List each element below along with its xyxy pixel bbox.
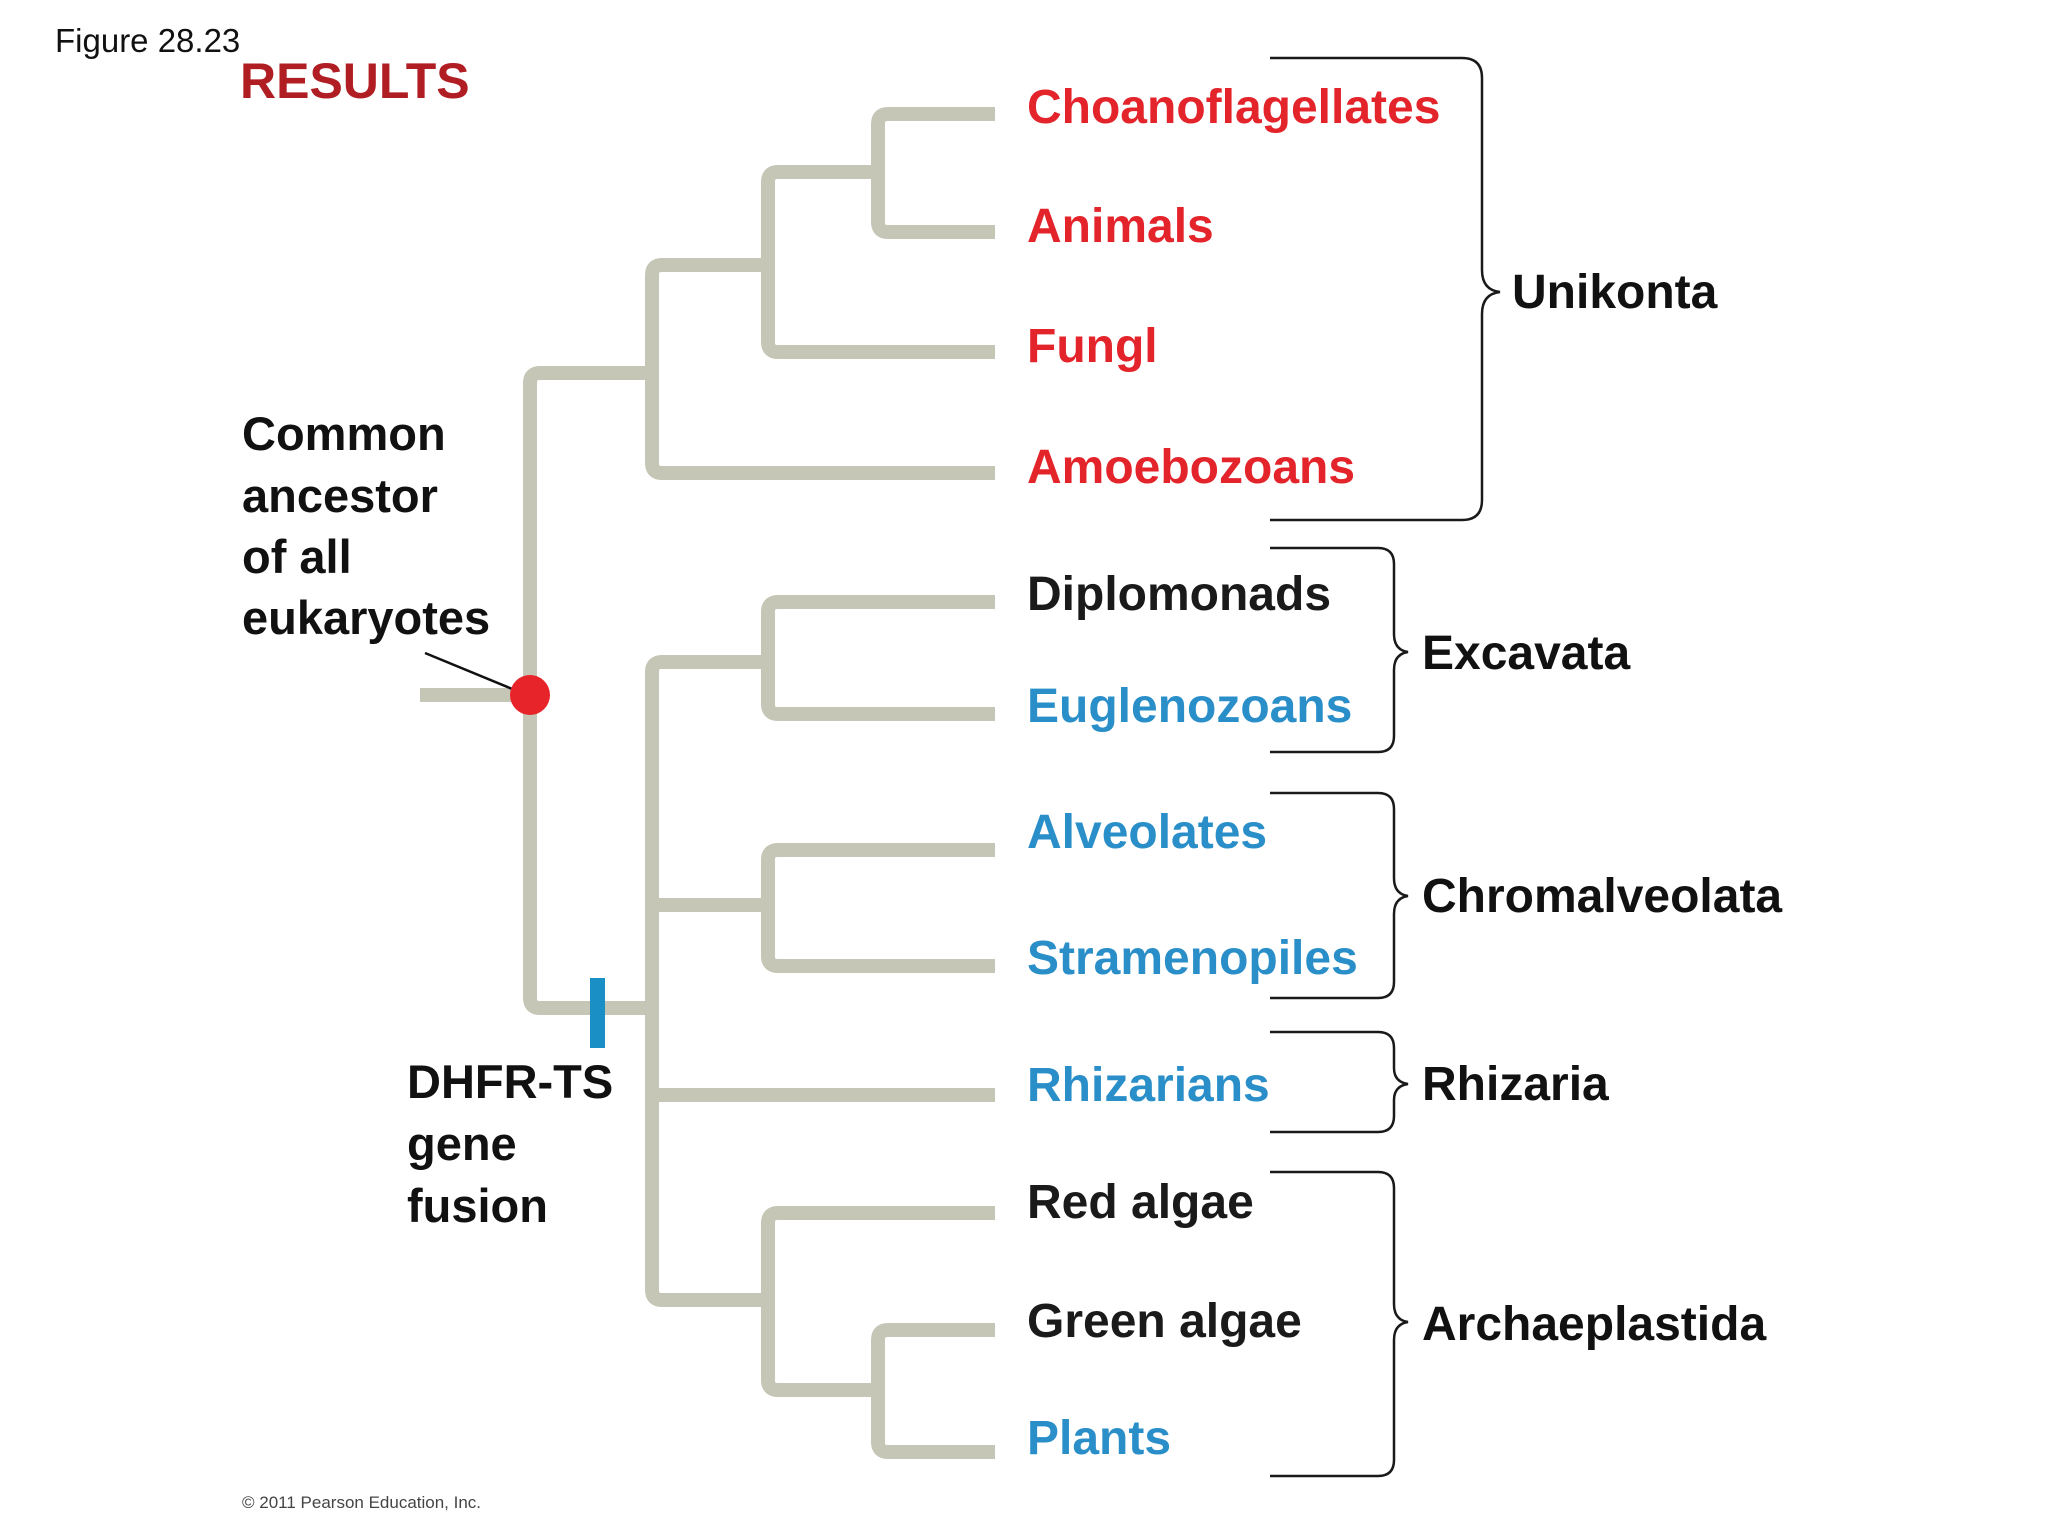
gene-fusion-line-3: fusion [407, 1179, 548, 1232]
opisthokont-split-branch [761, 165, 995, 359]
common-ancestor-line-3: of all [242, 530, 352, 583]
copyright-notice: © 2011 Pearson Education, Inc. [242, 1493, 481, 1512]
taxon-fungi: Fungl [1027, 320, 1158, 373]
ancestor-dot [510, 675, 550, 715]
figure-label: Figure 28.23 [55, 22, 240, 59]
gene-fusion-label: DHFR-TS gene fusion [407, 1055, 626, 1232]
taxon-amoebozoans: Amoebozoans [1027, 441, 1355, 494]
excavata-split-branch [761, 595, 995, 721]
group-labels: Unikonta Excavata Chromalveolata Rhizari… [1422, 266, 1782, 1351]
ancestor-pointer-line [424, 651, 523, 695]
taxon-euglenozoans: Euglenozoans [1027, 680, 1352, 733]
taxon-stramenopiles: Stramenopiles [1027, 932, 1358, 985]
common-ancestor-label: Common ancestor of all eukaryotes [242, 407, 490, 644]
chromalveolata-split-branch [761, 843, 995, 973]
green-plants-split-branch [871, 1323, 995, 1459]
taxon-plants: Plants [1027, 1412, 1171, 1465]
common-ancestor-line-1: Common [242, 407, 446, 460]
rhizaria-bracket [1270, 1030, 1409, 1134]
bikonta-split-branch [645, 655, 768, 1307]
taxon-alveolates: Alveolates [1027, 806, 1267, 859]
choano-animal-split-branch [871, 107, 995, 239]
unikonta-split-branch [645, 258, 995, 480]
group-chromalveolata: Chromalveolata [1422, 870, 1782, 923]
taxon-diplomonads: Diplomonads [1027, 568, 1331, 621]
section-title: RESULTS [240, 53, 470, 109]
gene-fusion-line-2: gene [407, 1117, 517, 1170]
taxon-animals: Animals [1027, 200, 1214, 253]
gene-fusion-line-1: DHFR-TS [407, 1055, 613, 1108]
taxon-red-algae: Red algae [1027, 1176, 1254, 1229]
unikonta-bracket [1270, 56, 1501, 522]
tree-branches [420, 107, 995, 1459]
group-brackets [1270, 56, 1501, 1478]
common-ancestor-line-4: eukaryotes [242, 591, 490, 644]
common-ancestor-line-2: ancestor [242, 469, 438, 522]
taxon-choanoflagellates: Choanoflagellates [1027, 81, 1440, 134]
taxon-rhizarians: Rhizarians [1027, 1059, 1270, 1112]
group-unikonta: Unikonta [1512, 266, 1718, 319]
group-rhizaria: Rhizaria [1422, 1058, 1609, 1111]
archaeplastida-bracket [1270, 1170, 1409, 1478]
group-archaeplastida: Archaeplastida [1422, 1298, 1766, 1351]
group-excavata: Excavata [1422, 627, 1630, 680]
chromalveolata-bracket [1270, 791, 1409, 1000]
taxa-labels: Choanoflagellates Animals Fungl Amoebozo… [1027, 81, 1440, 1465]
taxon-green-algae: Green algae [1027, 1295, 1302, 1348]
gene-fusion-marker [590, 978, 605, 1048]
archaeplastida-split-branch [761, 1206, 995, 1397]
excavata-bracket [1270, 546, 1409, 754]
